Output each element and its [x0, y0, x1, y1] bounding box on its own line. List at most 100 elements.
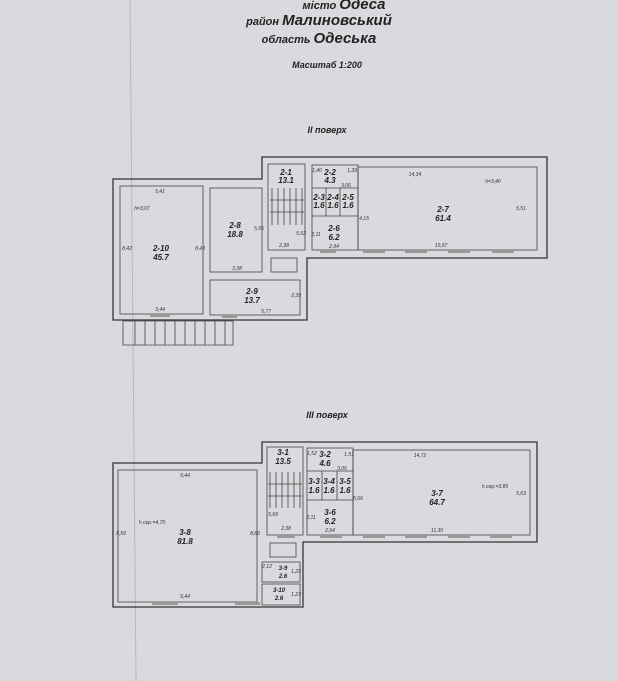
dimension-label: 1,22 — [291, 569, 301, 575]
dimension-label: 5,52 — [296, 231, 306, 237]
room-area: 13.5 — [275, 457, 291, 466]
dimension-label: 2,11 — [305, 515, 316, 521]
dimension-label: 1,52 — [307, 451, 317, 457]
dimension-label: 3,06 — [337, 466, 347, 472]
dimensions: 9,44 h сер.=4,70 8,59 8,65 9,44 5,68 2,3… — [116, 451, 526, 600]
dimension-label: 1,40 — [312, 168, 322, 174]
city-line: місто Одеса — [35, 0, 618, 12]
room-area: 13.1 — [278, 176, 294, 185]
district-label: район — [246, 16, 280, 28]
room-id: 2-9 — [245, 287, 258, 296]
dimension-label: 11,30 — [431, 528, 443, 534]
dimension-label: 3,38 — [232, 266, 242, 272]
district-line: район Малиновський — [10, 13, 618, 28]
room-area: 1.6 — [339, 486, 351, 495]
dimension-label: 8,42 — [122, 246, 132, 252]
dimension-label: 5,63 — [516, 491, 526, 497]
room-id: 2-10 — [152, 244, 170, 253]
dimension-label: 5,55 — [254, 226, 264, 232]
dimension-label: 5,66 — [353, 496, 363, 502]
room-id: 3-9 — [279, 566, 288, 572]
floor3-plan: 3-8 81.8 3-1 13.5 3-2 4.6 3-3 1.6 3-4 1.… — [112, 441, 538, 608]
floor2-plan: 2-10 45.7 2-8 18.8 2-9 13.7 2-1 13.1 2-2… — [112, 156, 548, 346]
room-area: 64.7 — [429, 498, 445, 507]
room-area: 2.6 — [274, 596, 284, 602]
room-id: 2-7 — [436, 205, 449, 214]
dimension-label: h=3,40 — [485, 179, 501, 185]
dimension-label: 14,72 — [414, 453, 427, 459]
room-2-7 — [357, 166, 538, 251]
room-area: 1.6 — [327, 201, 339, 210]
room-id: 2-3 — [312, 193, 325, 202]
room-area: 13.7 — [244, 296, 260, 305]
room-id: 2-5 — [341, 193, 354, 202]
room-id: 3-10 — [273, 588, 286, 594]
room-id: 2-2 — [323, 168, 336, 177]
room-area: 6.2 — [324, 517, 336, 526]
room-id: 3-1 — [277, 448, 289, 457]
dimension-label: 2,94 — [328, 244, 339, 250]
room-id: 3-2 — [319, 450, 331, 459]
region-value: Одеська — [313, 30, 377, 47]
city-value: Одеса — [339, 0, 386, 13]
stairs — [268, 472, 302, 508]
dimension-label: 1,39 — [347, 168, 357, 174]
room-area: 45.7 — [152, 253, 169, 262]
dimension-label: 9,44 — [180, 594, 190, 600]
dimension-label: 5,68 — [268, 512, 278, 518]
dimension-label: 3,06 — [341, 183, 351, 189]
dimension-label: 10,97 — [435, 243, 448, 249]
dimension-label: 8,43 — [195, 246, 205, 252]
room-id: 3-4 — [323, 477, 335, 486]
dimension-label: 4,15 — [359, 216, 369, 222]
room-area: 1.6 — [342, 201, 354, 210]
room-2-9 — [209, 279, 301, 316]
dimension-label: 2,39 — [290, 293, 301, 299]
room-3-10 — [261, 583, 301, 606]
room-3-8 — [117, 469, 258, 603]
room-area: 1.6 — [313, 201, 325, 210]
dimension-label: 1,23 — [291, 592, 301, 598]
dimension-label: 2,94 — [324, 528, 335, 534]
floor2-title: II поверх — [307, 125, 347, 135]
floor3-title: III поверх — [306, 410, 348, 420]
dimension-label: 8,65 — [250, 531, 260, 537]
stairs — [122, 188, 304, 346]
dimension-label: h сер.=4,70 — [139, 520, 165, 526]
margin-line — [129, 0, 137, 681]
room-id: 2-8 — [228, 221, 241, 230]
dimension-label: 5,77 — [261, 309, 271, 315]
room-3-7 — [352, 449, 531, 536]
scale-label: Масштаб 1:200 — [292, 60, 362, 70]
room-area: 1.6 — [308, 486, 320, 495]
dimension-label: 2,11 — [310, 232, 321, 238]
district-value: Малиновський — [282, 12, 392, 29]
region-line: область Одеська — [10, 31, 618, 46]
room-area: 6.2 — [328, 233, 340, 242]
dimension-label: 5,51 — [516, 206, 526, 212]
dimension-label: 3,44 — [155, 307, 165, 313]
room-area: 61.4 — [435, 214, 451, 223]
room-id: 2-4 — [326, 193, 339, 202]
room-id: 3-3 — [308, 477, 320, 486]
room-2-8 — [209, 187, 263, 273]
room-area: 2.6 — [278, 574, 288, 580]
dimension-label: 14,34 — [409, 172, 422, 178]
region-label: область — [261, 34, 311, 46]
room-area: 4.3 — [323, 176, 336, 185]
room-area: 18.8 — [227, 230, 243, 239]
dimension-label: 2,38 — [278, 243, 289, 249]
elevator — [270, 257, 298, 273]
room-id: 3-6 — [324, 508, 336, 517]
dimensions: 5,41 h=3,07 8,42 8,43 3,44 3,38 5,55 2,3… — [122, 168, 526, 315]
room-id: 3-5 — [339, 477, 351, 486]
room-id: 2-6 — [327, 224, 340, 233]
dimension-label: 5,41 — [155, 189, 165, 195]
room-area: 4.6 — [318, 459, 331, 468]
dimension-label: 2,12 — [261, 564, 272, 570]
dimension-label: 8,59 — [116, 531, 126, 537]
city-label: місто — [302, 0, 337, 12]
room-area: 1.6 — [323, 486, 335, 495]
windows — [150, 250, 514, 318]
